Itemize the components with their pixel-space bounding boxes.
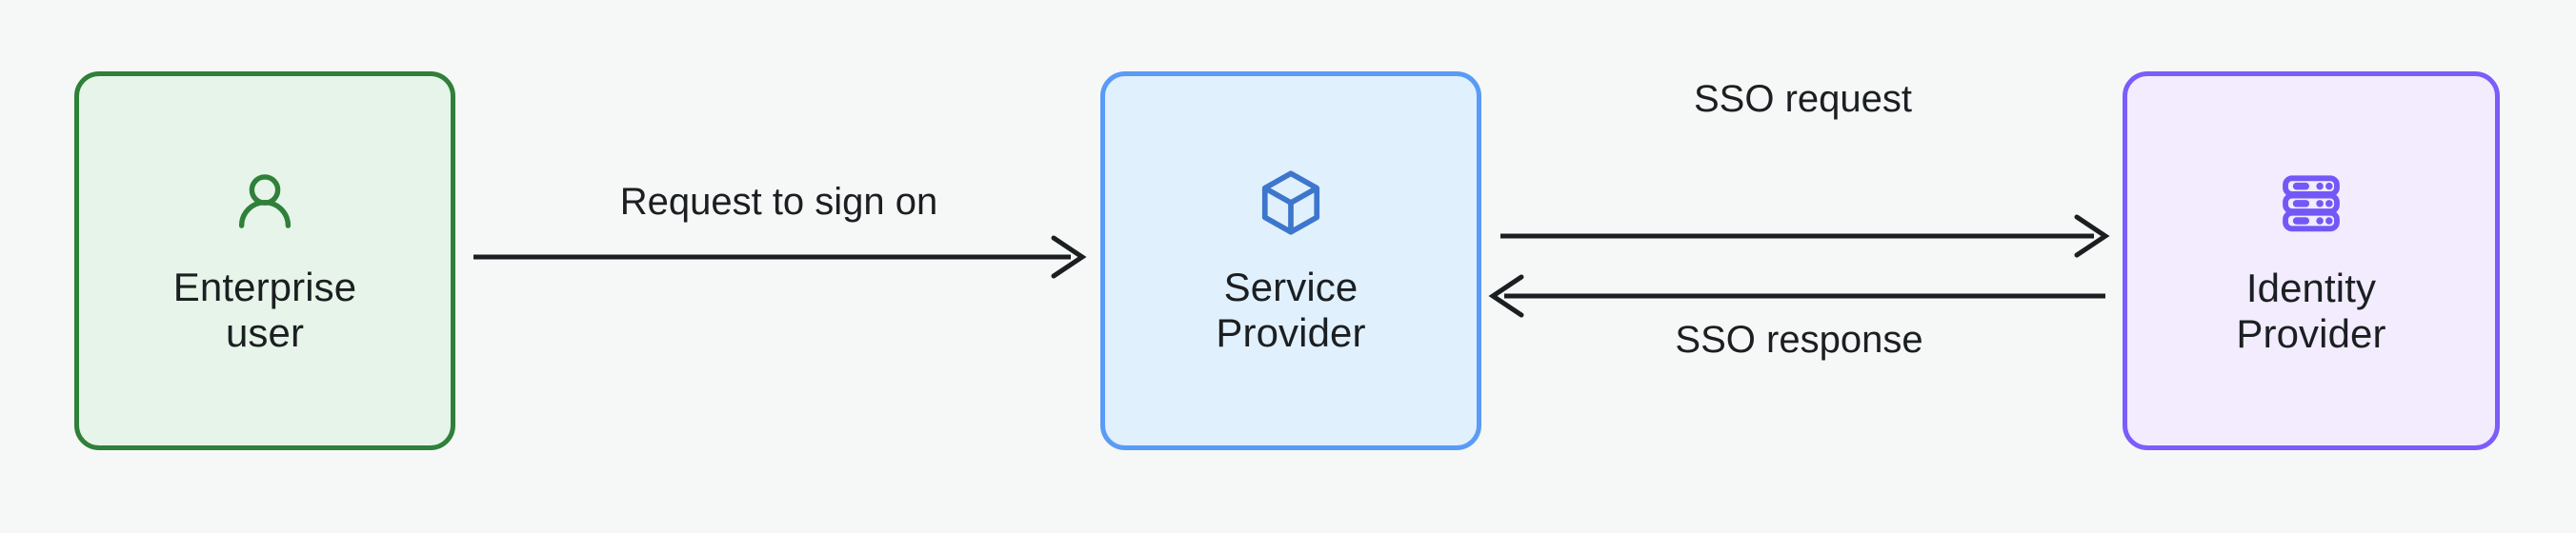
- edge-label-sso-response: SSO response: [1675, 319, 1923, 361]
- arrowhead-left-sso-response: [1488, 274, 1524, 318]
- edge-request-to-sign-on: [473, 235, 1087, 279]
- node-service-provider[interactable]: Service Provider: [1100, 71, 1481, 450]
- person-icon: [229, 167, 301, 244]
- cube-icon: [1255, 167, 1327, 244]
- node-label-enterprise-user: Enterprise user: [172, 264, 357, 355]
- node-label-identity-provider: Identity Provider: [2236, 265, 2386, 356]
- edge-label-request-to-sign-on: Request to sign on: [619, 181, 938, 223]
- node-enterprise-user[interactable]: Enterprise user: [74, 71, 455, 450]
- arrowhead-right-sso-request: [2074, 214, 2110, 258]
- server-rack-icon: [2274, 166, 2348, 245]
- edge-sso-request: [1500, 214, 2110, 258]
- edge-label-sso-request: SSO request: [1693, 78, 1912, 120]
- node-identity-provider[interactable]: Identity Provider: [2123, 71, 2500, 450]
- node-label-service-provider: Service Provider: [1216, 264, 1366, 355]
- edge-sso-response: [1488, 274, 2105, 318]
- arrowhead-right-request-to-sign-on: [1051, 235, 1087, 279]
